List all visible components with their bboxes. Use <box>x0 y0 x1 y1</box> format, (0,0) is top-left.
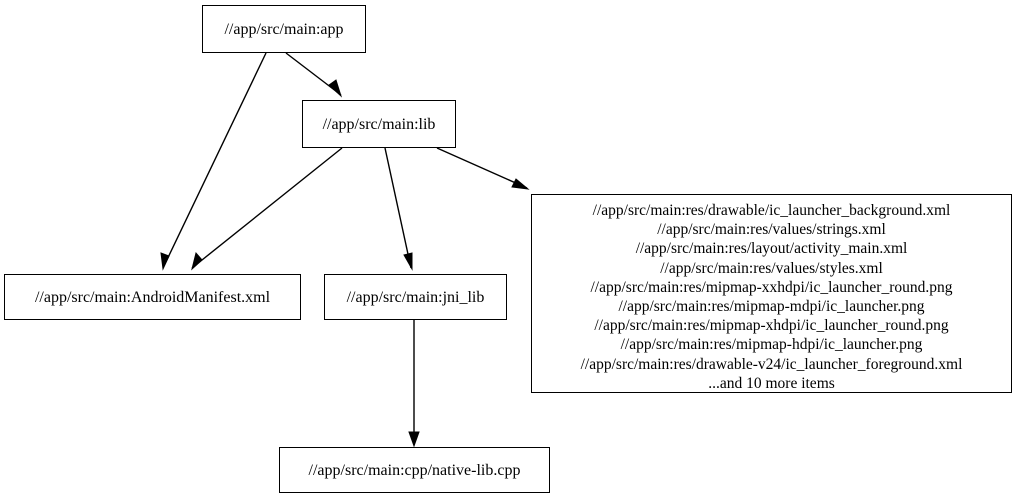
node-resources-group[interactable]: //app/src/main:res/drawable/ic_launcher_… <box>531 194 1012 393</box>
resources-line: //app/src/main:res/mipmap-hdpi/ic_launch… <box>620 336 923 354</box>
node-app-label: //app/src/main:app <box>224 20 344 38</box>
node-jni-lib[interactable]: //app/src/main:jni_lib <box>324 274 507 320</box>
node-android-manifest[interactable]: //app/src/main:AndroidManifest.xml <box>4 274 301 320</box>
resources-line: //app/src/main:res/drawable-v24/ic_launc… <box>580 355 963 373</box>
edge-lib-to-jni-lib <box>384 147 413 271</box>
edge-jni-lib-to-native-lib-cpp <box>408 320 420 448</box>
edge-lib-to-resources <box>436 147 530 190</box>
edge-app-to-android-manifest <box>160 52 267 271</box>
resources-line: //app/src/main:res/drawable/ic_launcher_… <box>592 202 951 219</box>
resources-line: //app/src/main:res/layout/activity_main.… <box>635 240 908 258</box>
node-jni-lib-label: //app/src/main:jni_lib <box>346 288 485 306</box>
node-android-manifest-label: //app/src/main:AndroidManifest.xml <box>34 288 271 306</box>
arrowhead-icon <box>403 252 413 271</box>
resources-line: //app/src/main:res/values/styles.xml <box>660 259 883 277</box>
node-native-lib-cpp-label: //app/src/main:cpp/native-lib.cpp <box>308 461 521 479</box>
arrowhead-icon <box>408 431 420 448</box>
node-native-lib-cpp[interactable]: //app/src/main:cpp/native-lib.cpp <box>279 447 550 493</box>
resources-line: //app/src/main:res/values/strings.xml <box>657 221 886 239</box>
node-app[interactable]: //app/src/main:app <box>202 5 366 53</box>
node-lib[interactable]: //app/src/main:lib <box>302 100 456 148</box>
resources-line: //app/src/main:res/mipmap-xxhdpi/ic_laun… <box>590 278 953 296</box>
edge-app-to-lib <box>285 52 343 98</box>
resources-line: ...and 10 more items <box>708 374 835 392</box>
arrowhead-icon <box>328 79 343 98</box>
arrowhead-icon <box>511 178 530 190</box>
arrowhead-icon <box>160 252 170 271</box>
node-lib-label: //app/src/main:lib <box>322 115 436 133</box>
resources-line: //app/src/main:res/mipmap-xhdpi/ic_launc… <box>594 317 949 335</box>
arrowhead-icon <box>191 251 203 271</box>
edge-lib-to-android-manifest <box>191 147 343 271</box>
resources-line: //app/src/main:res/mipmap-mdpi/ic_launch… <box>618 298 925 316</box>
